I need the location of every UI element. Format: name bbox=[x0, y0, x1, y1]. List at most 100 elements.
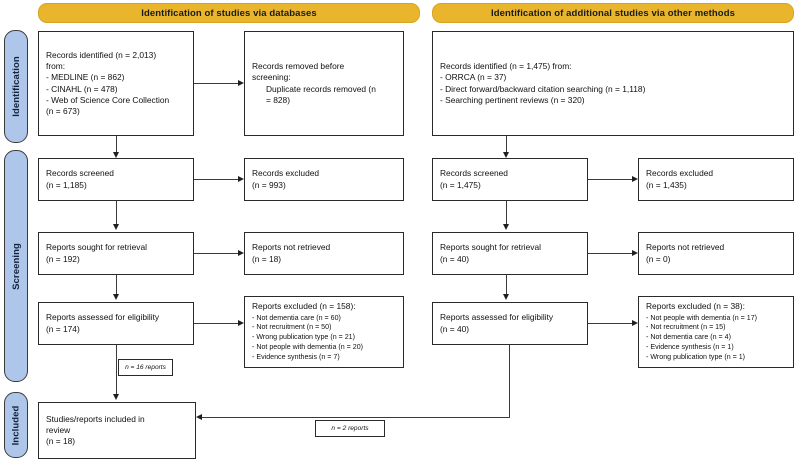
reports-not-retrieved-databases-title: Reports not retrieved bbox=[252, 242, 331, 253]
connector-screened-down-left bbox=[116, 201, 117, 226]
records-excluded-other-count: (n = 1,435) bbox=[646, 179, 687, 190]
arrowhead-identified-down bbox=[112, 152, 119, 158]
connector-screened-down-right bbox=[506, 201, 507, 226]
arrowhead-assessed-to-excluded-left bbox=[238, 319, 244, 326]
reports-excluded-other-reasons: - Not people with dementia (n = 17) - No… bbox=[646, 314, 786, 363]
arrowhead-identified-other-down bbox=[502, 152, 509, 158]
arrowhead-sought-to-notretrieved-left bbox=[238, 249, 244, 256]
studies-included-count: (n = 18) bbox=[46, 436, 76, 447]
reason-item: - Not people with dementia (n = 17) bbox=[646, 313, 757, 322]
connector-identified-other-down bbox=[506, 136, 507, 154]
connector-screened-to-excluded-right bbox=[588, 179, 632, 180]
records-identified-databases-source-1: - CINAHL (n = 478) bbox=[46, 83, 118, 94]
box-records-identified-databases: Records identified (n = 2,013) from: - M… bbox=[38, 31, 194, 136]
box-reports-sought-other: Reports sought for retrieval (n = 40) bbox=[432, 232, 588, 275]
note-right-reports-label: n = 2 reports bbox=[331, 425, 369, 432]
connector-assessed-to-excluded-left bbox=[194, 323, 238, 324]
studies-included-title: Studies/reports included in review bbox=[46, 413, 145, 435]
records-identified-other-title: Records identified (n = 1,475) from: bbox=[440, 61, 572, 72]
stage-pill-identification: Identification bbox=[4, 30, 28, 143]
reports-excluded-databases-title: Reports excluded (n = 158): bbox=[252, 301, 356, 312]
reports-excluded-other-title: Reports excluded (n = 38): bbox=[646, 301, 745, 312]
records-identified-databases-title: Records identified (n = 2,013) from: bbox=[46, 49, 157, 72]
reason-item: - Not people with dementia (n = 20) bbox=[252, 342, 363, 351]
box-reports-excluded-databases-detail: Reports excluded (n = 158): - Not dement… bbox=[244, 296, 404, 368]
box-records-screened-other: Records screened (n = 1,475) bbox=[432, 158, 588, 201]
box-records-excluded-databases: Records excluded (n = 993) bbox=[244, 158, 404, 201]
records-removed-detail: Duplicate records removed (n = 828) bbox=[266, 83, 376, 105]
connector-assessed-down-left bbox=[116, 345, 117, 396]
stage-label-identification: Identification bbox=[10, 56, 22, 117]
records-identified-other-source-1: - Direct forward/backward citation searc… bbox=[440, 83, 646, 94]
stage-label-included: Included bbox=[10, 405, 22, 445]
reports-not-retrieved-databases-count: (n = 18) bbox=[252, 253, 282, 264]
connector-assessed-down-right bbox=[509, 345, 510, 417]
box-reports-sought-databases: Reports sought for retrieval (n = 192) bbox=[38, 232, 194, 275]
records-screened-databases-title: Records screened bbox=[46, 168, 114, 179]
box-reports-not-retrieved-databases: Reports not retrieved (n = 18) bbox=[244, 232, 404, 275]
records-identified-databases-source-3: (n = 673) bbox=[46, 105, 80, 116]
reports-sought-databases-count: (n = 192) bbox=[46, 253, 80, 264]
arrowhead-assessed-to-excluded-right bbox=[632, 319, 638, 326]
connector-assessed-to-excluded-right bbox=[588, 323, 632, 324]
box-records-removed-before-screening: Records removed before screening: Duplic… bbox=[244, 31, 404, 136]
reason-item: - Not dementia care (n = 4) bbox=[646, 333, 731, 342]
reason-item: - Not recruitment (n = 15) bbox=[646, 323, 726, 332]
reason-item: - Evidence synthesis (n = 1) bbox=[646, 342, 734, 351]
banner-databases-label: Identification of studies via databases bbox=[141, 7, 317, 19]
reports-assessed-databases-count: (n = 174) bbox=[46, 323, 80, 334]
arrowhead-sought-down-left bbox=[112, 294, 119, 300]
connector-sought-down-left bbox=[116, 275, 117, 296]
records-excluded-databases-count: (n = 993) bbox=[252, 179, 286, 190]
banner-databases: Identification of studies via databases bbox=[38, 3, 420, 23]
box-reports-not-retrieved-other: Reports not retrieved (n = 0) bbox=[638, 232, 794, 275]
records-excluded-other-title: Records excluded bbox=[646, 168, 714, 179]
box-reports-assessed-databases: Reports assessed for eligibility (n = 17… bbox=[38, 302, 194, 345]
records-identified-other-source-0: - ORRCA (n = 37) bbox=[440, 72, 507, 83]
banner-other-methods: Identification of additional studies via… bbox=[432, 3, 794, 23]
reports-sought-other-count: (n = 40) bbox=[440, 253, 470, 264]
reason-item: - Not recruitment (n = 50) bbox=[252, 323, 332, 332]
reports-not-retrieved-other-count: (n = 0) bbox=[646, 253, 671, 264]
reports-assessed-databases-title: Reports assessed for eligibility bbox=[46, 312, 160, 323]
arrowhead-identified-to-removed bbox=[238, 79, 244, 86]
reports-assessed-other-title: Reports assessed for eligibility bbox=[440, 312, 554, 323]
arrowhead-screened-down-right bbox=[502, 224, 509, 230]
box-reports-assessed-other: Reports assessed for eligibility (n = 40… bbox=[432, 302, 588, 345]
records-identified-databases-source-0: - MEDLINE (n = 862) bbox=[46, 72, 125, 83]
connector-sought-to-notretrieved-left bbox=[194, 253, 238, 254]
note-right-reports: n = 2 reports bbox=[315, 420, 385, 437]
stage-pill-screening: Screening bbox=[4, 150, 28, 382]
box-records-screened-databases: Records screened (n = 1,185) bbox=[38, 158, 194, 201]
reports-not-retrieved-other-title: Reports not retrieved bbox=[646, 242, 725, 253]
stage-label-screening: Screening bbox=[10, 242, 22, 290]
records-screened-other-title: Records screened bbox=[440, 168, 508, 179]
arrowhead-other-to-included bbox=[196, 413, 202, 420]
arrowhead-screened-down-left bbox=[112, 224, 119, 230]
banner-other-methods-label: Identification of additional studies via… bbox=[491, 7, 735, 19]
arrowhead-assessed-down-left bbox=[112, 394, 119, 400]
note-left-reports: n = 16 reports bbox=[118, 359, 173, 376]
records-screened-other-count: (n = 1,475) bbox=[440, 179, 481, 190]
connector-sought-down-right bbox=[506, 275, 507, 296]
connector-identified-down bbox=[116, 136, 117, 154]
records-identified-databases-source-2: - Web of Science Core Collection bbox=[46, 94, 170, 105]
reports-sought-other-title: Reports sought for retrieval bbox=[440, 242, 542, 253]
reports-excluded-databases-reasons: - Not dementia care (n = 60) - Not recru… bbox=[252, 314, 396, 363]
records-removed-title: Records removed before screening: bbox=[252, 61, 345, 83]
connector-other-to-included bbox=[202, 417, 510, 418]
connector-screened-to-excluded-left bbox=[194, 179, 238, 180]
connector-sought-to-notretrieved-right bbox=[588, 253, 632, 254]
records-excluded-databases-title: Records excluded bbox=[252, 168, 320, 179]
box-records-excluded-other: Records excluded (n = 1,435) bbox=[638, 158, 794, 201]
records-identified-other-source-2: - Searching pertinent reviews (n = 320) bbox=[440, 94, 585, 105]
reason-item: - Wrong publication type (n = 1) bbox=[646, 352, 746, 361]
box-reports-excluded-other-detail: Reports excluded (n = 38): - Not people … bbox=[638, 296, 794, 368]
box-studies-included-in-review: Studies/reports included in review (n = … bbox=[38, 402, 196, 459]
arrowhead-screened-to-excluded-right bbox=[632, 175, 638, 182]
stage-pill-included: Included bbox=[4, 392, 28, 458]
reason-item: - Evidence synthesis (n = 7) bbox=[252, 352, 340, 361]
box-records-identified-other-methods: Records identified (n = 1,475) from: - O… bbox=[432, 31, 794, 136]
arrowhead-sought-to-notretrieved-right bbox=[632, 249, 638, 256]
